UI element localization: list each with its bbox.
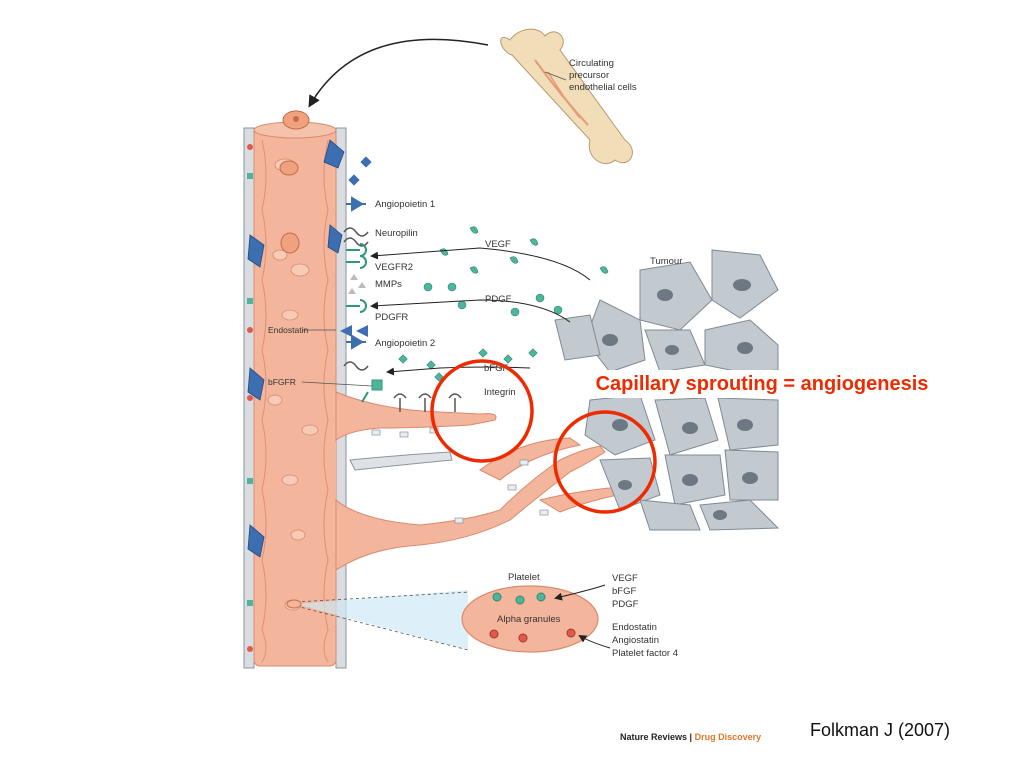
journal-prefix: Nature Reviews | bbox=[620, 732, 693, 742]
endostatin-label: Endostatin bbox=[268, 325, 308, 335]
bfgf-label: bFGF bbox=[484, 363, 508, 374]
mmps-label: MMPs bbox=[375, 279, 402, 290]
angiopoietin1-label: Angiopoietin 1 bbox=[375, 199, 435, 210]
recruitment-arrow bbox=[308, 38, 489, 108]
citation: Folkman J (2007) bbox=[810, 720, 951, 740]
pdgf-label: PDGF bbox=[485, 294, 512, 305]
circulating-cells-label-2: precursor bbox=[569, 70, 609, 81]
vegfr2-label: VEGFR2 bbox=[375, 262, 413, 273]
capillary-sprouts bbox=[333, 391, 633, 571]
platelet-factor4-label: Platelet factor 4 bbox=[612, 648, 678, 659]
circulating-cells-label-1: Circulating bbox=[569, 58, 614, 69]
highlight-circle-tumour bbox=[553, 410, 657, 514]
platelet-pdgf-label: PDGF bbox=[612, 599, 639, 610]
neuropilin-label: Neuropilin bbox=[375, 228, 418, 239]
bfgfr-label: bFGFR bbox=[268, 377, 296, 387]
vegf-label: VEGF bbox=[485, 239, 511, 250]
journal-name: Drug Discovery bbox=[694, 732, 762, 742]
integrin-label: Integrin bbox=[484, 387, 516, 398]
platelet-bfgf-label: bFGF bbox=[612, 586, 636, 597]
platelet-label: Platelet bbox=[508, 572, 540, 583]
tumour-label: Tumour bbox=[650, 256, 682, 267]
alpha-granules-label: Alpha granules bbox=[497, 614, 561, 625]
highlight-circle-integrin bbox=[430, 359, 534, 463]
pdgfr-label: PDGFR bbox=[375, 312, 408, 323]
platelet-angiostatin-label: Angiostatin bbox=[612, 635, 659, 646]
platelet-endostatin-label: Endostatin bbox=[612, 622, 657, 633]
bone-icon bbox=[500, 28, 633, 165]
platelet-vegf-label: VEGF bbox=[612, 573, 638, 584]
angiopoietin2-label: Angiopoietin 2 bbox=[375, 338, 435, 349]
receptor-icons bbox=[340, 156, 462, 412]
main-vessel bbox=[253, 127, 337, 667]
slide-title: Capillary sprouting = angiogenesis bbox=[546, 370, 978, 398]
circulating-cells-label-3: endothelial cells bbox=[569, 82, 637, 93]
journal-credit: Nature Reviews | Drug Discovery bbox=[620, 732, 761, 742]
